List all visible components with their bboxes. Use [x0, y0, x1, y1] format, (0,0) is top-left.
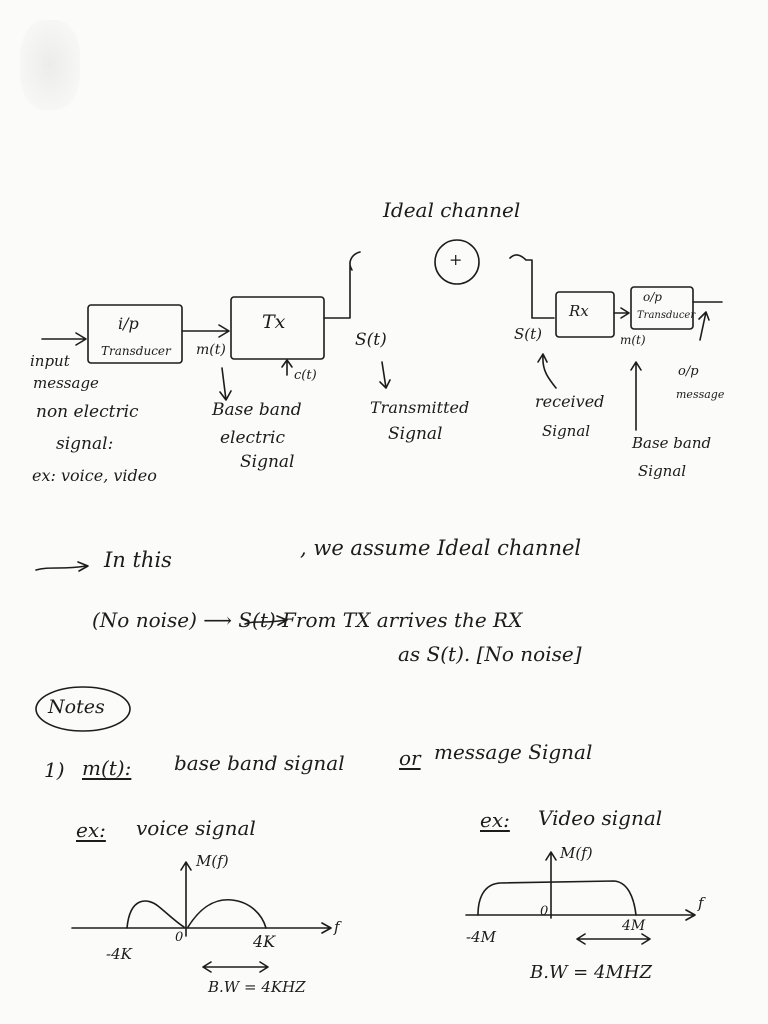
tx-input-signal-label: m(t)	[196, 342, 226, 358]
input-message-label-2: message	[33, 374, 99, 392]
received-desc-2: Signal	[542, 422, 591, 440]
transmitted-signal-label: S(t)	[355, 330, 387, 350]
received-signal-label: S(t)	[514, 325, 543, 343]
voice-x-label: f	[334, 918, 340, 936]
body-line-1-rest: , we assume Ideal channel	[300, 536, 582, 560]
received-desc-1: received	[535, 392, 605, 411]
transmitted-desc-1: Transmitted	[370, 398, 470, 417]
voice-spectrum-left	[126, 900, 185, 929]
video-example-label: ex:	[480, 808, 510, 832]
notes-badge: Notes	[48, 696, 105, 718]
output-transducer-label-top: o/p	[643, 290, 662, 304]
video-x-label: f	[698, 894, 704, 912]
note-1-text: base band signal	[174, 751, 345, 775]
notes-oval	[35, 686, 131, 732]
video-left-tick: -4M	[466, 928, 496, 946]
non-electric-label-1: non electric	[36, 402, 139, 422]
noise-arrow	[244, 615, 288, 626]
transmitted-arrow	[379, 361, 391, 389]
baseband-electric-label-2: electric	[220, 428, 285, 448]
channel-title: Ideal channel	[383, 198, 521, 222]
page-smudge	[20, 20, 80, 110]
bullet-arrow	[35, 561, 89, 572]
baseband-signal-label-1: Base band	[632, 434, 712, 452]
note-1-or: or	[399, 746, 421, 770]
baseband-signal-arrow	[630, 361, 642, 431]
ip-to-tx-arrow	[181, 324, 230, 338]
rx-to-op-arrow	[613, 307, 630, 319]
voice-example-label: ex:	[76, 818, 106, 842]
body-line-2: (No noise) ⟶ S(t) From TX arrives the RX	[92, 608, 523, 632]
baseband-arrow	[219, 367, 232, 401]
video-y-label: M(f)	[560, 844, 593, 862]
rx-output-signal-label: m(t)	[620, 333, 646, 347]
input-transducer-box	[87, 304, 183, 364]
input-transducer-label-bottom: Transducer	[101, 344, 171, 358]
voice-example-title: voice signal	[136, 816, 256, 840]
video-example-title: Video signal	[538, 806, 663, 830]
output-transducer-label-bottom: Transducer	[637, 310, 696, 321]
voice-left-tick: -4K	[106, 945, 132, 963]
video-x-axis	[465, 909, 696, 921]
baseband-signal-label-2: Signal	[638, 462, 687, 480]
carrier-arrow	[281, 359, 293, 376]
output-message-label-1: o/p	[678, 364, 699, 379]
output-transducer-box	[630, 286, 694, 330]
video-bw-arrow	[576, 933, 651, 945]
video-right-tick: 4M	[622, 918, 646, 934]
op-message-arrow	[698, 311, 710, 341]
voice-origin: 0	[175, 930, 184, 945]
output-message-label-2: message	[676, 388, 725, 401]
body-line-3: as S(t). [No noise]	[398, 642, 582, 666]
non-electric-label-2: signal:	[56, 434, 114, 454]
transmitted-desc-2: Signal	[388, 424, 443, 444]
transmitter-label: Tx	[262, 311, 286, 333]
voice-right-tick: 4K	[253, 932, 276, 951]
video-y-axis	[545, 851, 557, 919]
non-electric-label-3: ex: voice, video	[32, 466, 157, 485]
video-origin: 0	[540, 904, 549, 919]
note-1-number: 1)	[44, 758, 65, 782]
receiver-label: Rx	[569, 302, 589, 320]
video-bandwidth: B.W = 4MHZ	[530, 962, 653, 983]
baseband-electric-label-1: Base band	[212, 400, 302, 420]
received-arrow	[537, 353, 557, 389]
voice-x-axis	[71, 922, 332, 934]
adder-symbol: +	[449, 250, 463, 269]
note-1-term: m(t):	[82, 756, 132, 780]
voice-spectrum-right	[187, 899, 267, 929]
note-1-alt: message Signal	[434, 740, 593, 764]
transmitter-box	[230, 296, 325, 360]
video-spectrum	[477, 880, 637, 916]
body-line-1: In this	[104, 548, 172, 572]
input-transducer-label-top: i/p	[118, 314, 139, 333]
baseband-electric-label-3: Signal	[240, 452, 295, 472]
receiver-box	[555, 291, 615, 338]
voice-y-label: M(f)	[196, 852, 229, 870]
channel-to-rx-line	[509, 254, 555, 319]
carrier-label: c(t)	[294, 368, 317, 383]
adder-circle	[434, 239, 480, 285]
voice-bandwidth: B.W = 4KHZ	[208, 978, 306, 996]
voice-y-axis	[180, 861, 192, 937]
input-message-label-1: input	[30, 352, 70, 370]
tx-to-channel-line	[323, 251, 361, 319]
voice-bw-arrow	[202, 961, 269, 973]
input-arrow	[41, 332, 87, 346]
